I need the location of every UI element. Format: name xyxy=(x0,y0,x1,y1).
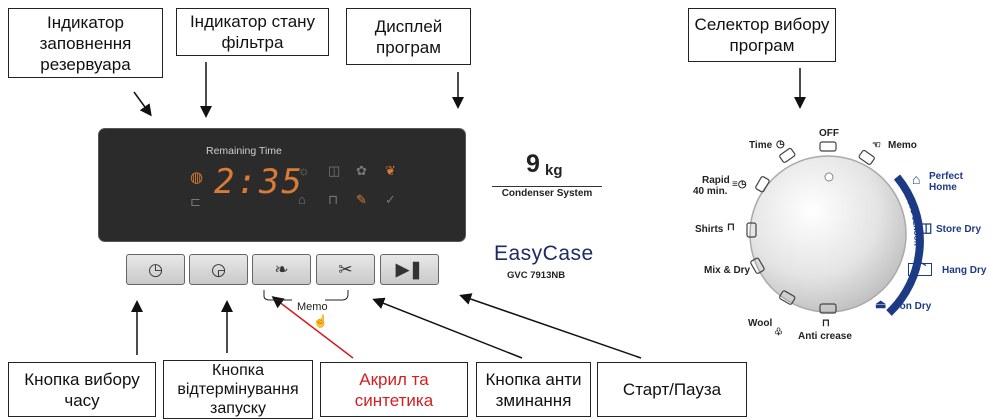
delay-start-button[interactable]: ◶ xyxy=(189,254,248,285)
knob-indicator-dot xyxy=(824,172,834,182)
remaining-time-label: Remaining Time xyxy=(206,145,282,157)
dial-time-clock-icon: ◷ xyxy=(776,139,785,150)
memo-bracket-left xyxy=(263,290,292,301)
dial-memo-hand-icon: ☜ xyxy=(872,140,881,151)
feather-led-icon: ✎ xyxy=(356,192,367,207)
dial-iron-dry-icon: ⏏ xyxy=(875,297,887,311)
wardrobe-led-icon: ◫ xyxy=(328,163,341,178)
dial-wool-icon: ♧ xyxy=(774,327,783,338)
start-pause-button[interactable]: ▶❚ xyxy=(380,254,439,285)
play-pause-icon: ▶❚ xyxy=(395,259,424,279)
shirts-pos-icon xyxy=(746,222,757,238)
remaining-time-digits: 2:35 xyxy=(214,162,304,202)
fan-led-icon: ✿ xyxy=(356,163,367,178)
shirt-icon: ✂ xyxy=(338,259,353,279)
dial-shirts-label: Shirts xyxy=(695,224,724,235)
dial-hang-dry-label: Hang Dry xyxy=(942,265,987,276)
time-pos-icon xyxy=(779,147,796,163)
model-number: GVC 7913NB xyxy=(507,270,566,281)
dial-rapid-icon: ≡◷ xyxy=(732,179,747,190)
dial-mix-label: Mix & Dry xyxy=(704,265,751,276)
dial-rapid-label-1: Rapid xyxy=(702,175,730,186)
dial-store-dry-icon: ◫ xyxy=(920,220,933,235)
memo-pos-icon xyxy=(858,149,875,165)
delay-clock-icon: ◶ xyxy=(211,259,226,279)
tank-indicator-callout: Індикатор заповнення резервуара xyxy=(8,8,163,78)
hanger-led-icon: ⌂ xyxy=(298,192,306,207)
program-selector-callout: Селектор вибору програм xyxy=(688,8,836,62)
anticrease-button-callout: Кнопка анти зминання xyxy=(476,362,591,417)
condenser-system-label: Condenser System xyxy=(492,186,602,199)
arrow-tank xyxy=(133,91,152,117)
easycase-logo: EasyCase xyxy=(494,242,594,265)
dial-hang-dry-icon: ⌒ xyxy=(908,263,933,276)
capacity-number: 9 xyxy=(526,150,540,178)
dial-anti-label: Anti crease xyxy=(798,331,852,342)
delay-button-callout: Кнопка відтермінування запуску xyxy=(163,360,313,419)
synthetics-callout: Акрил та синтетика xyxy=(320,362,468,417)
synthetics-button[interactable]: ❧ xyxy=(252,254,311,285)
time-select-button[interactable]: ◷ xyxy=(126,254,185,285)
dial-store-dry-label: Store Dry xyxy=(936,224,982,235)
rapid-pos-icon xyxy=(755,176,770,193)
filter-indicator-icon: ⊏ xyxy=(190,194,201,209)
tick-led-icon: ✓ xyxy=(385,192,396,207)
shirt-led-icon: ⊓ xyxy=(328,192,339,207)
time-button-callout: Кнопка вибору часу xyxy=(8,362,156,417)
sun-led-icon: ☼ xyxy=(298,163,310,178)
program-display-callout: Дисплей програм xyxy=(346,8,471,65)
dial-perfect-home-icon: ⌂ xyxy=(912,171,921,187)
off-icon xyxy=(819,141,837,152)
dial-off-label: OFF xyxy=(819,128,839,139)
dial-perfect-label-2: Home xyxy=(929,182,957,193)
mix-pos-icon xyxy=(750,257,765,274)
dial-anti-icon: ⊓ xyxy=(822,318,830,329)
memo-hand-icon: ☝ xyxy=(313,314,328,328)
dial-perfect-label-1: Perfect xyxy=(929,171,963,182)
clock-icon: ◷ xyxy=(148,259,163,279)
dial-shirts-icon: ⊓ xyxy=(727,222,735,233)
dial-wool-label: Wool xyxy=(748,318,773,329)
arrow-anticrease xyxy=(372,297,523,359)
start-pause-callout: Старт/Пауза xyxy=(597,362,747,417)
arrow-start xyxy=(459,293,642,359)
program-selector-knob[interactable] xyxy=(749,155,907,313)
memo-label: Memo xyxy=(297,301,328,313)
leaf-led-icon: ❦ xyxy=(385,163,396,178)
auto-sensor-arc xyxy=(886,174,924,316)
memo-bracket-right xyxy=(325,290,349,301)
feather-icon: ❧ xyxy=(274,259,289,279)
anticrease-button[interactable]: ✂ xyxy=(316,254,375,285)
filter-indicator-callout: Індикатор стану фільтра xyxy=(176,8,329,56)
dial-memo-label: Memo xyxy=(888,140,917,151)
capacity-unit: kg xyxy=(545,162,563,179)
arrow-synthetics xyxy=(271,296,354,359)
dial-iron-dry-label: Iron Dry xyxy=(893,301,932,312)
dial-rapid-label-2: 40 min. xyxy=(693,186,728,197)
tank-indicator-icon: ◍ xyxy=(190,169,204,186)
anti-pos-icon xyxy=(819,303,837,314)
dial-time-label: Time xyxy=(749,140,773,151)
wool-pos-icon xyxy=(779,290,796,305)
program-display-panel xyxy=(98,128,466,242)
